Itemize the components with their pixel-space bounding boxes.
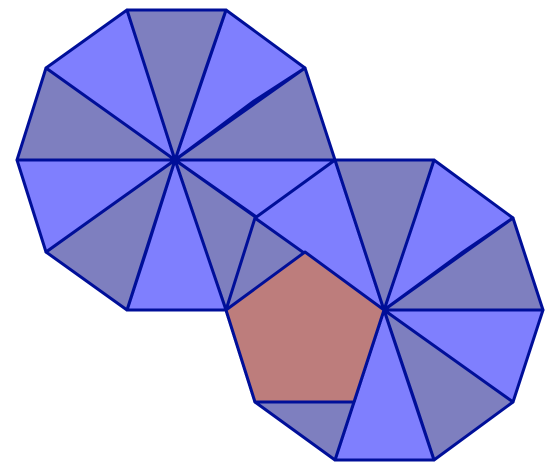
decagon-upper-left-piece-10 [125, 8, 228, 162]
pentagon [224, 250, 386, 404]
decagon-lower-right-piece-10 [333, 158, 436, 312]
pentagon-group [224, 250, 386, 404]
